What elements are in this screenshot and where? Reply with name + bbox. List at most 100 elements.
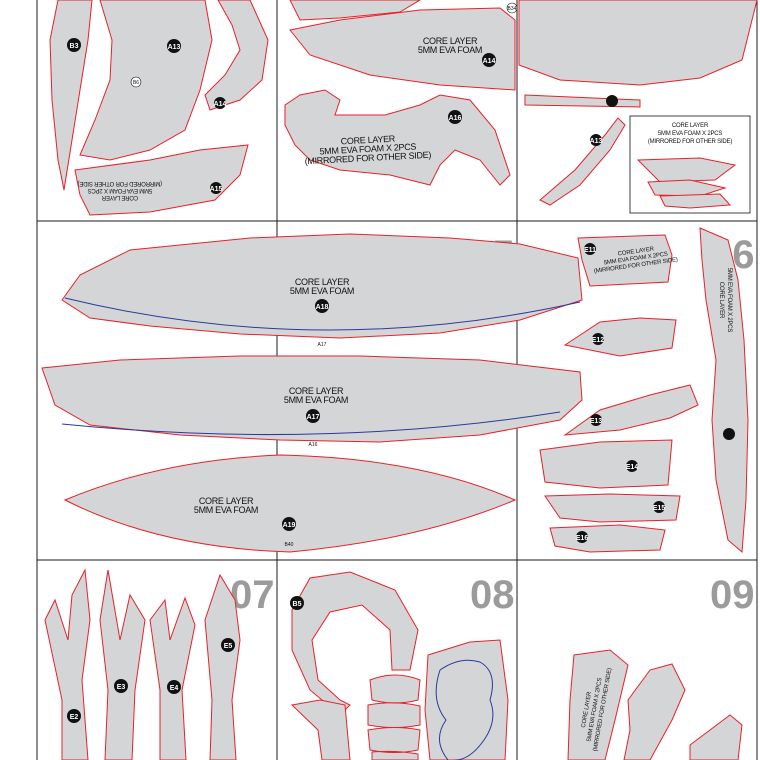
piece-spine (367, 674, 421, 760)
piece-finger-e5 (204, 573, 241, 760)
label-vertical-2: 5MM EVA FOAM X 2PCS (726, 268, 732, 333)
label-top-wedge-3: (MIRRORED FOR OTHER SIDE) (78, 180, 163, 186)
badge-e12 (592, 333, 604, 345)
top-row-pieces: B3 A13 B6 A14 A15 CORE LAYER 5MM EVA FOA… (49, 0, 758, 216)
piece-top-left-strip (49, 0, 93, 191)
piece-middle-blob-a16 (284, 89, 511, 186)
label-vertical-1: CORE LAYER (718, 282, 724, 319)
badge-e13 (590, 414, 602, 426)
piece-a19-lens (63, 454, 517, 553)
mark-b40: B40 (285, 542, 294, 548)
piece-top-curved-strip (204, 0, 269, 111)
piece-a18-band (61, 233, 583, 339)
label-a18-line1: CORE LAYER (295, 277, 350, 287)
badge-a19-text: A19 (283, 522, 296, 529)
piece-vertical-long (699, 227, 749, 554)
piece-top-center-band (289, 7, 516, 91)
bottom-row-pieces: E2 E3 E4 E5 B5 CORE LAYER 5MM EVA FOAM X… (44, 568, 743, 760)
piece-top-right-band (518, 0, 758, 86)
badge-e14 (626, 460, 638, 472)
badge-a15 (210, 182, 222, 194)
badge-a16 (448, 110, 462, 124)
badge-a14 (214, 97, 226, 109)
label-a14-line2: 5MM EVA FOAM (418, 45, 482, 55)
badge-b5-text: B5 (293, 601, 302, 608)
box-label-2: 5MM EVA FOAM X 2PCS (658, 131, 723, 137)
badge-a14b-text: A14 (483, 58, 496, 65)
badge-e11 (584, 243, 596, 255)
label-a19-line1: CORE LAYER (199, 496, 254, 506)
badge-a13-text: A13 (168, 44, 181, 51)
badge-a13 (167, 39, 181, 53)
badge-e2 (67, 709, 81, 723)
mark-a16: A16 (309, 442, 318, 448)
badge-e5 (221, 638, 235, 652)
piece-a17-band (41, 355, 583, 443)
badge-a15-text: A15 (210, 186, 223, 193)
badge-a13b-text: A13 (590, 138, 603, 145)
badge-b3-text: B3 (70, 43, 79, 50)
badge-a12 (606, 95, 618, 107)
piece-finger-e4 (149, 596, 196, 760)
mark-b6 (130, 76, 142, 88)
piece-c9-mid (623, 663, 686, 760)
middle-row-pieces: CORE LAYER 5MM EVA FOAM A18 A17 CORE LAY… (41, 227, 749, 554)
badge-a18 (315, 299, 329, 313)
box-label-1: CORE LAYER (672, 123, 709, 129)
badge-e12-text: E12 (592, 337, 605, 344)
badge-e13-text: E13 (590, 418, 603, 425)
badge-e16-text: E16 (576, 535, 589, 542)
badge-e4-text: E4 (170, 685, 179, 692)
badge-a17 (306, 409, 320, 423)
label-a17-line1: CORE LAYER (289, 386, 344, 396)
piece-c9-left (567, 649, 629, 760)
label-top-wedge-1: CORE LAYER (101, 194, 138, 200)
piece-box-2 (647, 179, 727, 197)
badge-e16 (576, 531, 588, 543)
label-a18-line2: 5MM EVA FOAM (290, 286, 354, 296)
badge-a17-text: A17 (307, 414, 320, 421)
label-a17-line2: 5MM EVA FOAM (284, 395, 348, 405)
badge-b5 (290, 596, 304, 610)
mark-b34-text: B34 (508, 6, 517, 12)
badge-a16-text: A16 (449, 115, 462, 122)
label-e11-1: CORE LAYER (618, 246, 656, 257)
piece-e13 (563, 384, 699, 436)
piece-top-center-scrap (289, 0, 421, 21)
cell-number-08: 08 (470, 573, 515, 617)
piece-right-thin-strip (524, 94, 641, 108)
line-a17-blue (61, 411, 561, 436)
piece-e16 (549, 524, 666, 553)
badge-a13b (590, 134, 602, 146)
box-label-3: (MIRRORED FOR OTHER SIDE) (648, 139, 733, 145)
piece-spine-side (290, 699, 351, 760)
mark-b34 (506, 2, 518, 14)
piece-top-bottom-wedge (74, 144, 249, 216)
piece-c9-right (689, 714, 743, 760)
piece-e12 (563, 317, 677, 357)
piece-e11 (577, 234, 673, 287)
label-a14-line1: CORE LAYER (423, 36, 478, 46)
mark-b6-text: B6 (133, 80, 139, 86)
badge-e11-text: E11 (584, 247, 596, 254)
piece-right-tall (424, 639, 509, 760)
badge-e15-text: E15 (653, 505, 666, 512)
line-right-tall-blue (435, 659, 494, 760)
badge-a18-text: A18 (316, 304, 329, 311)
badge-e15 (653, 501, 665, 513)
piece-diagonal-strip (539, 117, 626, 206)
badge-e13c (723, 428, 735, 440)
mark-a17: A17 (318, 342, 327, 348)
badge-a14-text: A14 (214, 101, 227, 108)
line-a18-blue (64, 297, 581, 331)
badge-a14b (482, 53, 496, 67)
piece-box-1 (636, 157, 737, 183)
cell-number-07: 07 (230, 573, 275, 617)
piece-box-3 (659, 193, 732, 209)
badge-e5-text: E5 (224, 643, 233, 650)
piece-top-large (79, 0, 213, 161)
cell-number-09: 09 (710, 573, 755, 617)
piece-finger-e3 (99, 569, 146, 760)
label-top-wedge-2: 5MM EVA FOAM X 2PCS (88, 187, 153, 193)
